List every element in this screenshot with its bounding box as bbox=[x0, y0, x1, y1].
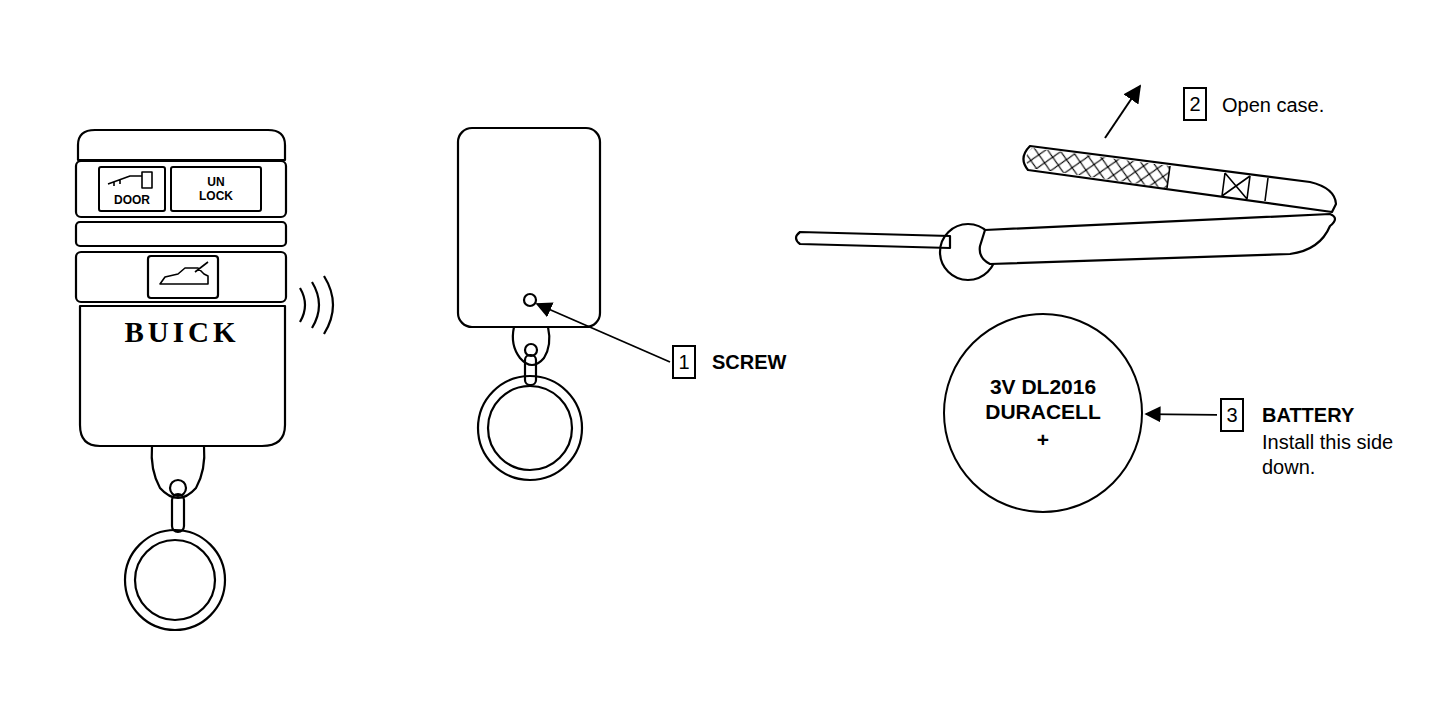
node-text: DOOR bbox=[114, 193, 150, 207]
node-text: 3V DL2016 DURACELL bbox=[968, 374, 1118, 424]
button-band bbox=[76, 161, 286, 217]
upper-case bbox=[1023, 146, 1336, 212]
back-key-ring bbox=[478, 376, 582, 480]
key-tail bbox=[796, 232, 950, 248]
step-note: Open case. bbox=[1222, 93, 1324, 118]
lower-case bbox=[980, 214, 1335, 264]
node-subtext: + bbox=[968, 427, 1118, 452]
open-arrow bbox=[1105, 86, 1140, 138]
callout-number: 3 bbox=[1220, 398, 1244, 432]
key-ring bbox=[125, 530, 225, 630]
unlock-button: UN LOCK bbox=[170, 166, 262, 212]
trunk-band bbox=[76, 252, 286, 302]
fob-band bbox=[76, 222, 286, 246]
back-ring-link bbox=[525, 355, 536, 385]
brand-name: BUICK bbox=[124, 314, 239, 350]
trunk-button bbox=[148, 256, 218, 298]
back-key-ring-inner bbox=[488, 386, 572, 470]
callout-number: 1 bbox=[672, 345, 696, 379]
part-name: SCREW bbox=[712, 350, 786, 375]
trunk-icon bbox=[160, 262, 208, 284]
screw-hole bbox=[524, 294, 536, 306]
callout-number: 2 bbox=[1183, 87, 1207, 121]
key-ring-inner bbox=[135, 540, 215, 620]
fob-cap bbox=[78, 130, 285, 160]
install-note: Install this side down. bbox=[1262, 430, 1402, 480]
node-text: 2 bbox=[1189, 92, 1200, 116]
node-text: 3 bbox=[1226, 403, 1237, 427]
screw-leader bbox=[537, 304, 670, 362]
door-button: DOOR bbox=[98, 166, 166, 212]
leader-arrow bbox=[1146, 413, 1217, 416]
door-key-icon bbox=[108, 172, 152, 188]
battery: 3V DL2016 DURACELL + bbox=[943, 313, 1143, 513]
back-tab bbox=[513, 327, 549, 365]
fob-body bbox=[80, 306, 285, 446]
fob-tab bbox=[152, 446, 205, 498]
signal-waves bbox=[300, 276, 333, 334]
case-seams bbox=[1167, 166, 1268, 201]
fob-back bbox=[458, 128, 600, 327]
node-text: UN LOCK bbox=[191, 175, 241, 204]
ring-link bbox=[172, 494, 184, 532]
part-name: BATTERY bbox=[1262, 403, 1354, 428]
upper-case-hatch bbox=[1026, 148, 1170, 188]
node-text: 1 bbox=[678, 350, 689, 374]
